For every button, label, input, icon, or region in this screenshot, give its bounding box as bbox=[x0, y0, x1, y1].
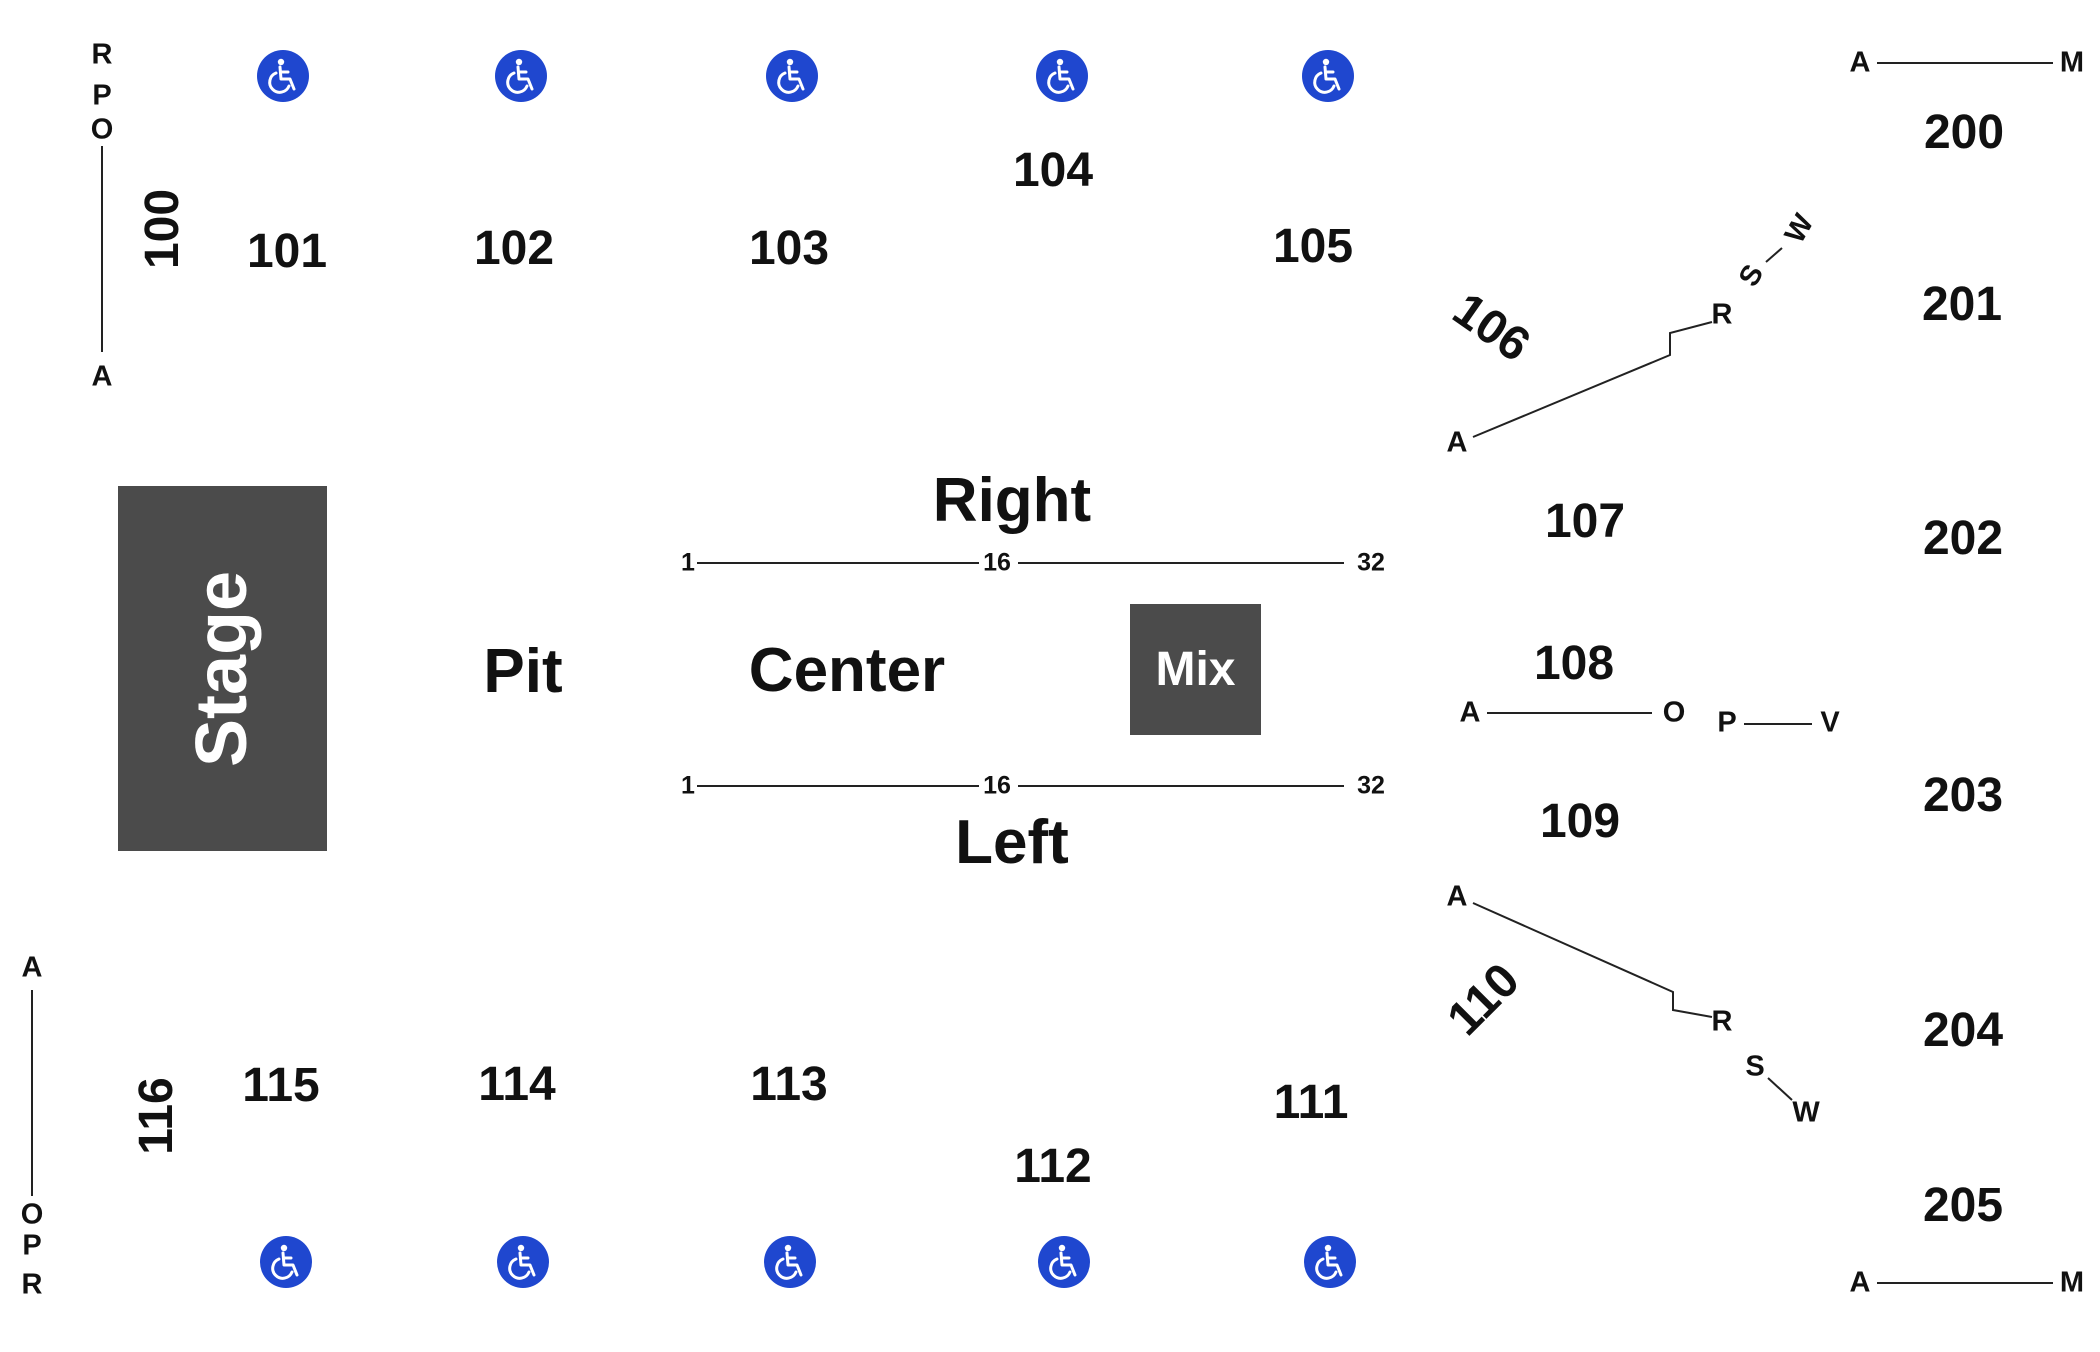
section-103[interactable]: 103 bbox=[748, 222, 830, 275]
row-label-r: R bbox=[91, 38, 113, 71]
zone-center[interactable]: Center bbox=[748, 636, 946, 705]
section-108[interactable]: 108 bbox=[1533, 637, 1615, 690]
stage-label: Stage bbox=[182, 570, 263, 767]
section-104[interactable]: 104 bbox=[1012, 144, 1094, 197]
row-label-r: R bbox=[21, 1268, 43, 1301]
seat-right-mid: 16 bbox=[983, 548, 1011, 577]
section-115[interactable]: 115 bbox=[242, 1059, 320, 1112]
section-202[interactable]: 202 bbox=[1922, 512, 2004, 565]
row-label-a: A bbox=[1459, 696, 1481, 729]
section-113[interactable]: 113 bbox=[750, 1058, 828, 1111]
seat-right-start: 1 bbox=[681, 548, 695, 577]
row-line-116 bbox=[31, 990, 33, 1196]
row-label-a: A bbox=[91, 360, 113, 393]
row-label-p: P bbox=[22, 1229, 42, 1262]
row-label-s: S bbox=[1732, 259, 1771, 293]
row-line-108b bbox=[1744, 723, 1812, 725]
section-114[interactable]: 114 bbox=[478, 1058, 556, 1111]
section-201[interactable]: 201 bbox=[1921, 278, 2003, 331]
row-label-p: P bbox=[1717, 706, 1737, 739]
seat-line-left-b bbox=[1018, 785, 1344, 787]
row-line-100 bbox=[101, 146, 103, 352]
zone-left[interactable]: Left bbox=[955, 808, 1069, 877]
seat-left-mid: 16 bbox=[983, 771, 1011, 800]
row-label-s: S bbox=[1745, 1050, 1765, 1083]
row-label-a: A bbox=[21, 951, 43, 984]
row-label-o: O bbox=[1662, 696, 1686, 729]
seat-line-right-b bbox=[1018, 562, 1344, 564]
section-200[interactable]: 200 bbox=[1923, 106, 2005, 159]
seat-left-start: 1 bbox=[681, 771, 695, 800]
section-203[interactable]: 203 bbox=[1922, 769, 2004, 822]
wheelchair-icon[interactable] bbox=[497, 1236, 549, 1288]
stage[interactable]: Stage bbox=[118, 486, 327, 851]
section-116[interactable]: 116 bbox=[130, 1077, 183, 1155]
wheelchair-icon[interactable] bbox=[766, 50, 818, 102]
seat-line-left-a bbox=[697, 785, 979, 787]
wheelchair-icon[interactable] bbox=[1304, 1236, 1356, 1288]
wheelchair-icon[interactable] bbox=[260, 1236, 312, 1288]
seat-right-end: 32 bbox=[1357, 548, 1385, 577]
row-label-w: W bbox=[1792, 1096, 1820, 1129]
row-label-o: O bbox=[90, 113, 114, 146]
section-107[interactable]: 107 bbox=[1544, 495, 1626, 548]
row-label-a: A bbox=[1446, 880, 1468, 913]
section-204[interactable]: 204 bbox=[1922, 1004, 2004, 1057]
section-205[interactable]: 205 bbox=[1922, 1179, 2004, 1232]
section-101[interactable]: 101 bbox=[246, 225, 328, 278]
row-label-a: A bbox=[1849, 1266, 1871, 1299]
wheelchair-icon[interactable] bbox=[764, 1236, 816, 1288]
row-line-200 bbox=[1877, 62, 2053, 64]
row-label-o: O bbox=[20, 1198, 44, 1231]
row-label-v: V bbox=[1820, 706, 1840, 739]
row-label-w: W bbox=[1778, 208, 1821, 249]
wheelchair-icon[interactable] bbox=[495, 50, 547, 102]
row-label-r: R bbox=[1711, 298, 1733, 331]
row-line-106-sw bbox=[1765, 247, 1783, 263]
section-111[interactable]: 111 bbox=[1273, 1076, 1349, 1129]
seat-line-right-a bbox=[697, 562, 979, 564]
row-label-r: R bbox=[1711, 1005, 1733, 1038]
mix-label: Mix bbox=[1155, 643, 1236, 696]
wheelchair-icon[interactable] bbox=[1036, 50, 1088, 102]
section-102[interactable]: 102 bbox=[473, 222, 555, 275]
section-106[interactable]: 106 bbox=[1443, 282, 1540, 373]
row-label-p: P bbox=[92, 79, 112, 112]
section-100[interactable]: 100 bbox=[136, 188, 189, 270]
zone-pit[interactable]: Pit bbox=[483, 637, 563, 706]
section-112[interactable]: 112 bbox=[1014, 1140, 1092, 1193]
row-label-a: A bbox=[1446, 426, 1468, 459]
section-109[interactable]: 109 bbox=[1539, 795, 1621, 848]
row-line-110-sw bbox=[1767, 1077, 1793, 1101]
row-label-m: M bbox=[2059, 1266, 2085, 1299]
row-label-m: M bbox=[2059, 46, 2085, 79]
wheelchair-icon[interactable] bbox=[257, 50, 309, 102]
section-105[interactable]: 105 bbox=[1272, 220, 1354, 273]
section-110[interactable]: 110 bbox=[1437, 953, 1530, 1046]
mix-position[interactable]: Mix bbox=[1130, 604, 1261, 735]
row-line-205 bbox=[1877, 1282, 2053, 1284]
zone-right[interactable]: Right bbox=[932, 466, 1092, 535]
row-label-a: A bbox=[1849, 46, 1871, 79]
wheelchair-icon[interactable] bbox=[1302, 50, 1354, 102]
row-line-108 bbox=[1487, 712, 1652, 714]
wheelchair-icon[interactable] bbox=[1038, 1236, 1090, 1288]
seat-left-end: 32 bbox=[1357, 771, 1385, 800]
